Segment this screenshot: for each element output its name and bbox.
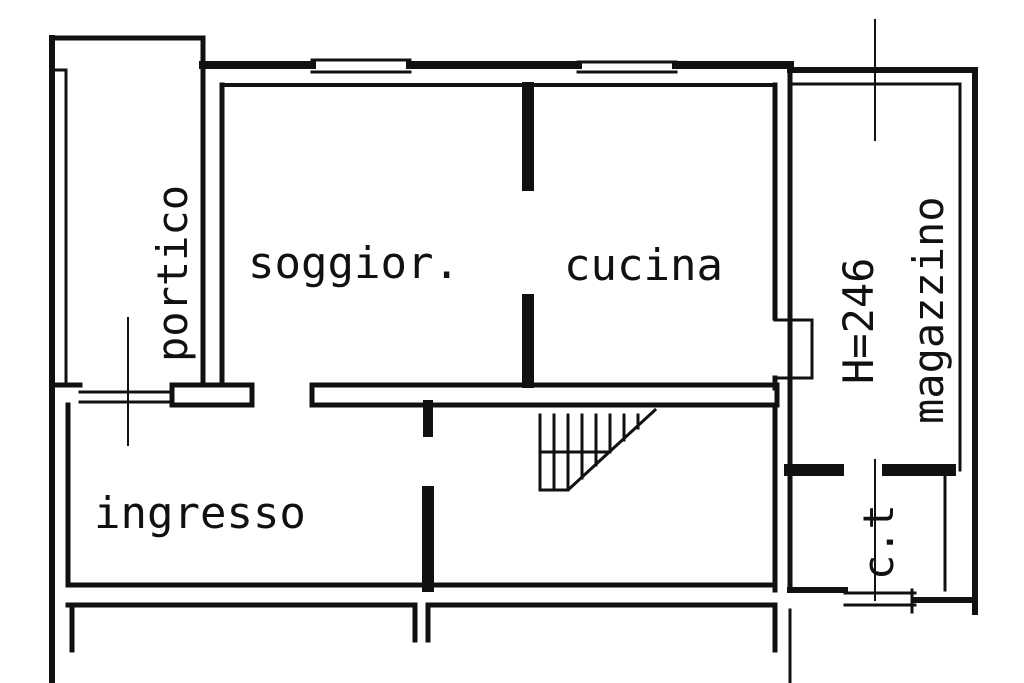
portico-walls bbox=[49, 35, 206, 683]
entrance-walls bbox=[65, 402, 792, 683]
portico-label: portico bbox=[148, 184, 197, 362]
boiler-room-label: c.t bbox=[854, 504, 903, 580]
living-kitchen-walls bbox=[219, 82, 778, 391]
middle-walls bbox=[49, 382, 780, 592]
storage-label: magazzino bbox=[904, 196, 953, 424]
living-room-label: soggior. bbox=[248, 238, 460, 289]
kitchen-label: cucina bbox=[564, 240, 723, 291]
entrance-label: ingresso bbox=[94, 488, 306, 539]
storage-walls bbox=[773, 67, 978, 615]
reference-lines bbox=[127, 19, 876, 601]
ceiling-height-label: H=246 bbox=[834, 257, 883, 384]
outer-wall-top bbox=[199, 58, 978, 86]
staircase bbox=[538, 407, 658, 492]
